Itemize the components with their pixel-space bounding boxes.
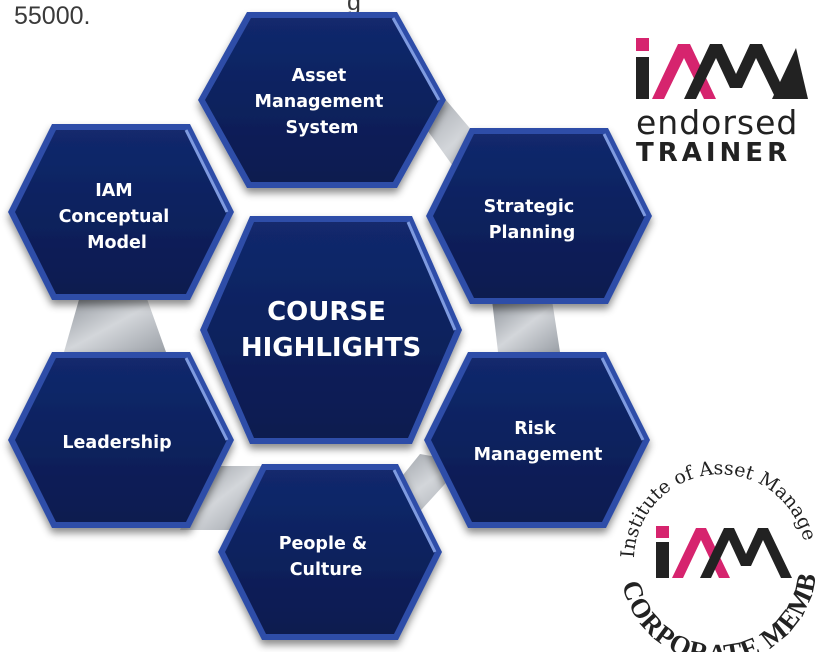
svg-text:Risk Management: Risk Management bbox=[474, 419, 603, 465]
svg-text:Leadership: Leadership bbox=[62, 433, 171, 453]
center-label-line2: HIGHLIGHTS bbox=[241, 333, 421, 363]
strategic-label-line1: Strategic bbox=[484, 197, 575, 217]
connector-strategic-risk bbox=[492, 300, 560, 352]
leadership-label: Leadership bbox=[62, 433, 171, 453]
hexagon-leadership: Leadership bbox=[8, 352, 234, 528]
asset-label-line1: Asset bbox=[292, 66, 347, 86]
svg-text:IAM Conceptual Mod: IAM Conceptual Model bbox=[59, 181, 176, 253]
seal-iam-mark bbox=[656, 526, 792, 578]
hexagon-course-highlights: COURSE HIGHLIGHTS bbox=[200, 216, 462, 444]
people-label-line2: Culture bbox=[290, 560, 363, 580]
conceptual-label-line3: Model bbox=[87, 233, 147, 253]
people-label-line1: People & bbox=[279, 534, 367, 554]
risk-label-line2: Management bbox=[474, 445, 603, 465]
cut-off-text: g bbox=[347, 0, 361, 16]
svg-text:People & Culture: People & Culture bbox=[279, 534, 374, 580]
seal-top-text: Institute of Asset Management bbox=[612, 432, 819, 558]
endorsed-text: endorsed bbox=[636, 103, 799, 142]
svg-text:Asset Management S: Asset Management System bbox=[255, 66, 390, 138]
conceptual-label-line2: Conceptual bbox=[59, 207, 170, 227]
trainer-text: TRAINER bbox=[636, 138, 792, 168]
conceptual-label-line1: IAM bbox=[95, 181, 132, 201]
asset-label-line3: System bbox=[286, 118, 359, 138]
risk-label-line1: Risk bbox=[514, 419, 556, 439]
strategic-label-line2: Planning bbox=[489, 223, 576, 243]
iam-brand-mark bbox=[636, 38, 808, 99]
iam-endorsed-trainer-logo: endorsed TRAINER bbox=[632, 34, 810, 168]
hexagon-iam-conceptual-model: IAM Conceptual Model bbox=[8, 124, 234, 300]
number-text: 55000. bbox=[14, 2, 91, 30]
hexagon-people-culture: People & Culture bbox=[218, 464, 442, 640]
svg-text:COURSE HIGHLIGHTS: COURSE HIGHLIGHTS bbox=[241, 297, 421, 363]
asset-label-line2: Management bbox=[255, 92, 384, 112]
center-label-line1: COURSE bbox=[267, 297, 386, 327]
hexagon-asset-management: Asset Management System bbox=[198, 12, 446, 188]
svg-text:Strategic Planning: Strategic Planning bbox=[484, 197, 581, 243]
connector-leadership-conceptual bbox=[64, 296, 166, 352]
hexagon-strategic-planning: Strategic Planning bbox=[426, 128, 652, 304]
partial-heading-text: 55000. g bbox=[14, 0, 361, 30]
hexagon-risk-management: Risk Management bbox=[424, 352, 650, 528]
seal-graphic: Institute of Asset Management CORPORATE … bbox=[602, 408, 819, 656]
iam-corporate-member-seal: Institute of Asset Management CORPORATE … bbox=[602, 408, 819, 656]
